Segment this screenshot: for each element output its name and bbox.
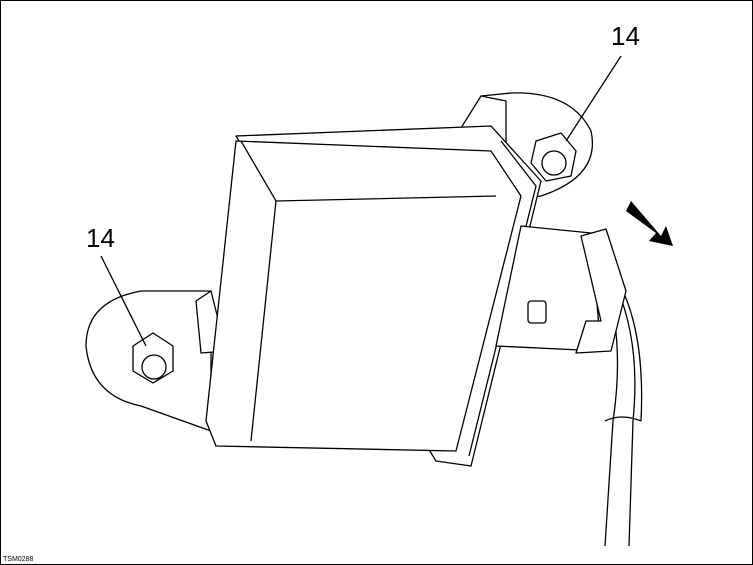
connector <box>495 225 627 354</box>
callout-label: 14 <box>86 223 115 253</box>
nut-right <box>530 132 577 182</box>
figure-reference: TSM0288 <box>3 556 34 563</box>
nut-left <box>132 332 174 384</box>
leader-line-left <box>100 255 147 347</box>
direction-arrow <box>626 201 673 246</box>
callout-label: 14 <box>611 21 640 51</box>
leader-line-right <box>565 55 622 142</box>
module-housing <box>205 140 522 452</box>
